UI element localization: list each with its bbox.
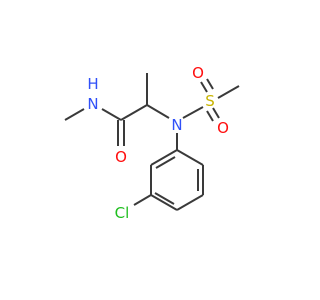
atom-carbonyl-oxygen: O (115, 148, 127, 166)
bond-alpha-n (146, 104, 170, 119)
atom-nh-h: H (87, 75, 98, 93)
structure-svg: N H O N S O O Cl (64, 64, 240, 222)
bond-n-s (182, 106, 204, 119)
ring-bond-6 (150, 149, 178, 166)
bond-so-top-1 (200, 81, 208, 93)
bond-so-bottom-2 (212, 107, 220, 119)
bond-ring-cl (133, 194, 152, 206)
molecule-diagram: N H O N S O O Cl (64, 64, 240, 222)
ring-inner-bond-3 (155, 156, 176, 169)
ring-bond-3 (176, 194, 204, 211)
bond-carbonyl-alpha (120, 104, 148, 121)
bond-so-top-2 (206, 78, 214, 90)
atom-nh-n: N (87, 95, 98, 113)
bond-nh-carbonyl-c (101, 108, 122, 121)
atom-sulfonyl-oxygen-bottom: O (217, 119, 229, 137)
atom-sulfur: S (205, 92, 215, 110)
bond-so-bottom-1 (206, 110, 214, 122)
atom-sulfonamide-nitrogen: N (171, 116, 182, 134)
atom-nh: N H (87, 75, 98, 113)
ring-bond-1 (176, 149, 204, 166)
ring-inner-bond-2 (154, 192, 175, 205)
bond-s-methyl (217, 85, 240, 99)
atom-chlorine: Cl (115, 204, 130, 222)
atom-sulfonyl-oxygen-top: O (192, 64, 204, 82)
ring-bond-4 (150, 194, 178, 211)
bond-methyl-nh (64, 108, 85, 121)
